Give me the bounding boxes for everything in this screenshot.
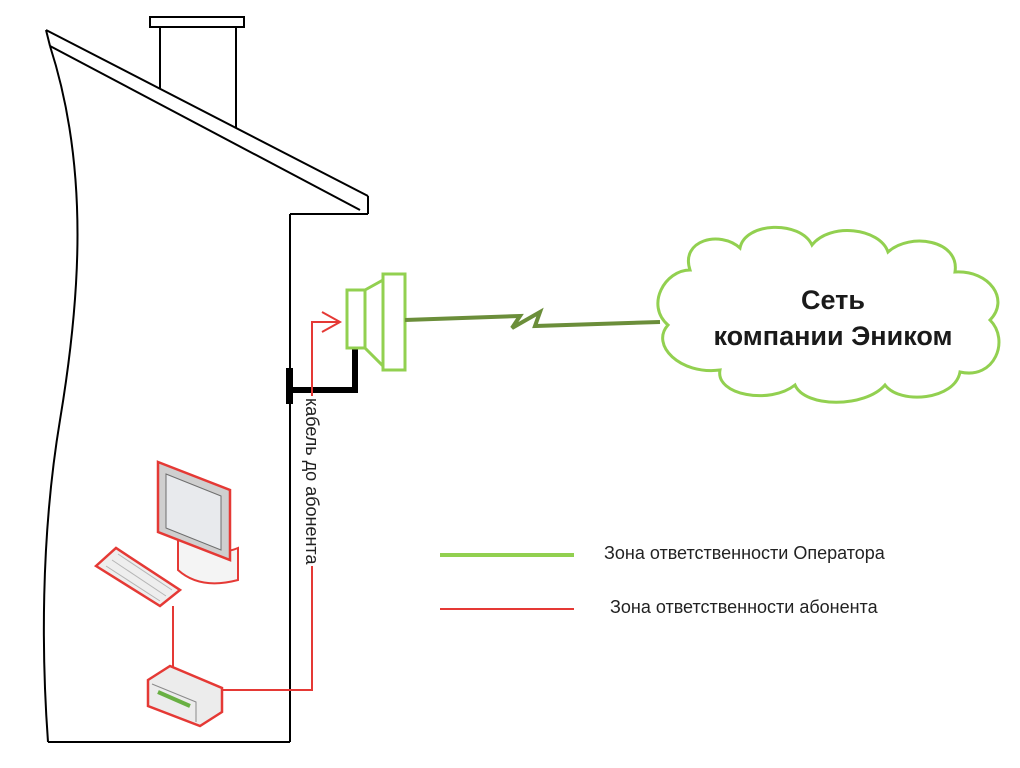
cloud-label-line1: Сеть <box>801 285 865 315</box>
antenna <box>345 272 407 372</box>
router <box>146 664 224 728</box>
legend-label-subscriber: Зона ответственности абонента <box>610 597 878 617</box>
cable-label: кабель до абонента <box>301 396 322 567</box>
cloud-shape <box>656 225 1001 404</box>
cloud-label: Сеть компании Эником <box>668 282 998 354</box>
house <box>42 16 369 743</box>
legend-label-operator: Зона ответственности Оператора <box>604 543 885 563</box>
roof <box>45 29 369 215</box>
keyboard <box>93 546 183 608</box>
monitor <box>156 460 239 585</box>
chimney <box>149 16 245 128</box>
house-left-wall <box>42 45 79 743</box>
radio-link <box>404 307 661 330</box>
cloud-label-line2: компании Эником <box>713 321 953 351</box>
